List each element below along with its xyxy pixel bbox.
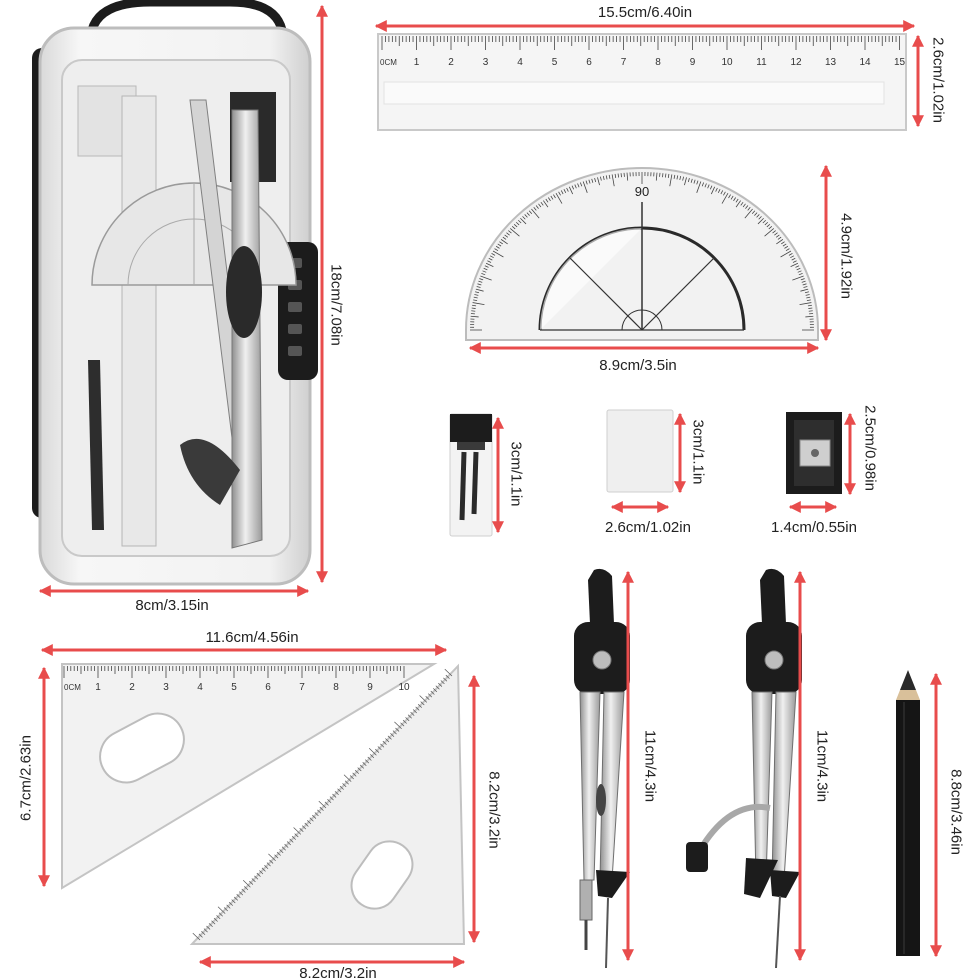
tri45-number: 6	[265, 682, 271, 693]
ruler-number: 14	[859, 57, 871, 68]
tri60-width-label: 8.2cm/3.2in	[299, 965, 377, 980]
ruler-number: 3	[483, 57, 489, 68]
ruler-number: 12	[790, 57, 802, 68]
tri45-number: 9	[367, 682, 373, 693]
tri45-height-label: 6.7cm/2.63in	[18, 735, 35, 821]
ruler-unit-label: 0CM	[380, 58, 397, 67]
set-square-45: 1 2 3 4 5 6 7 8 9 10	[61, 663, 438, 890]
pencil-case	[32, 0, 318, 586]
ruler-number: 11	[756, 57, 767, 68]
case-width-label: 8cm/3.15in	[135, 597, 208, 614]
lead-height-label: 3cm/1.1in	[508, 441, 525, 506]
protractor-width-label: 8.9cm/3.5in	[599, 357, 677, 374]
protractor-height-label: 4.9cm/1.92in	[838, 213, 855, 299]
tri45-number: 8	[333, 682, 339, 693]
set-square-60	[189, 663, 466, 945]
ruler-number: 6	[586, 57, 592, 68]
pencil-height-label: 8.8cm/3.46in	[948, 769, 965, 855]
pencil	[896, 670, 920, 956]
ruler-number: 2	[448, 57, 454, 68]
protractor-90-label: 90	[635, 184, 649, 199]
tri60-height-label: 8.2cm/3.2in	[486, 771, 503, 849]
eraser-height-label: 3cm/1.1in	[690, 419, 707, 484]
case-height-label: 18cm/7.08in	[328, 264, 345, 346]
compass-1	[574, 568, 630, 969]
tri45-number: 7	[299, 682, 305, 693]
tri45-number: 4	[197, 682, 203, 693]
compass1-height-label: 11cm/4.3in	[642, 730, 659, 802]
tri45-width-label: 11.6cm/4.56in	[205, 629, 298, 646]
ruler-number: 1	[414, 57, 420, 68]
ruler-number: 4	[517, 57, 523, 68]
tri45-number: 10	[398, 682, 410, 693]
sharpener-height-label: 2.5cm/0.98in	[862, 405, 879, 491]
ruler-number: 8	[655, 57, 661, 68]
ruler-number: 9	[690, 57, 696, 68]
compass2-height-label: 11cm/4.3in	[814, 730, 831, 802]
eraser-width-label: 2.6cm/1.02in	[605, 519, 691, 536]
lead-refill-tube	[449, 413, 493, 537]
tri45-number: 1	[95, 682, 101, 693]
compass-2	[686, 568, 802, 969]
ruler-number: 5	[552, 57, 558, 68]
sharpener	[786, 412, 842, 494]
ruler-number: 13	[825, 57, 837, 68]
tri45-number: 2	[129, 682, 135, 693]
ruler-number: 15	[894, 57, 906, 68]
ruler-height-label: 2.6cm/1.02in	[930, 37, 947, 123]
ruler-number: 10	[721, 57, 733, 68]
tri45-unit-label: 0CM	[64, 683, 81, 692]
protractor	[465, 167, 819, 341]
eraser	[606, 409, 674, 493]
tri45-number: 3	[163, 682, 169, 693]
case-dimension-arrows	[38, 4, 328, 597]
ruler-number: 7	[621, 57, 627, 68]
sharpener-width-label: 1.4cm/0.55in	[771, 519, 857, 536]
ruler-width-label: 15.5cm/6.40in	[598, 4, 692, 21]
tri45-number: 5	[231, 682, 237, 693]
